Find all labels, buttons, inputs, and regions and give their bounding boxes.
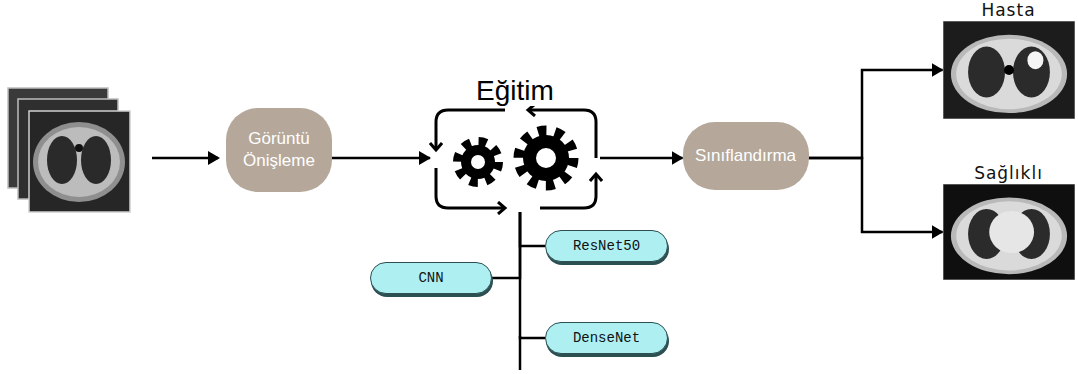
gear-teeth	[519, 131, 573, 185]
gear-body	[461, 145, 495, 179]
box-label: ResNet50	[573, 238, 640, 254]
heading-label: Hasta	[981, 0, 1035, 20]
ct-lung	[81, 136, 111, 184]
branch-line	[492, 212, 520, 278]
model-pill: ResNet50	[545, 230, 668, 262]
ct-body	[956, 201, 1062, 270]
branch-line	[520, 212, 545, 338]
ct-heart	[989, 211, 1034, 253]
gear-body	[523, 135, 569, 181]
box-label: Sınıflandırma	[695, 145, 796, 167]
ct-trachea	[75, 144, 83, 152]
process-box: Sınıflandırma	[683, 122, 809, 190]
ct-trachea	[1004, 65, 1014, 75]
ct-body	[33, 122, 125, 202]
ct-frame	[943, 184, 1075, 280]
result-image: Hasta	[940, 0, 1077, 120]
ct-lung	[968, 46, 1005, 97]
flow-arrow	[600, 157, 683, 160]
training-block: Eğitim	[430, 76, 600, 212]
ct-body	[950, 197, 1066, 274]
ct-frame	[943, 21, 1075, 119]
model-pill: CNN	[370, 262, 492, 294]
gear-hole	[471, 155, 485, 169]
process-box: Görüntü Önişleme	[226, 108, 332, 192]
gear-hole	[536, 148, 556, 168]
heading-label: Eğitim	[472, 76, 558, 106]
box-label: Görüntü Önişleme	[236, 128, 322, 172]
training-cycle	[436, 110, 596, 208]
input-arrow	[152, 157, 218, 160]
box-label: CNN	[418, 270, 443, 286]
result-image: Sağlıklı	[940, 163, 1077, 282]
ct-body	[950, 35, 1066, 113]
trunk-line	[519, 336, 522, 370]
gear-teeth	[458, 142, 498, 182]
ct-body	[956, 39, 1062, 110]
heading-label: Sağlıklı	[974, 163, 1043, 183]
ct-lung	[47, 136, 77, 184]
ct-stack	[8, 88, 130, 212]
ct-lung	[1012, 46, 1049, 97]
box-label: DenseNet	[573, 330, 640, 346]
ct-nodule	[1027, 51, 1043, 69]
flow-arrow	[809, 158, 943, 232]
ct-slice	[29, 111, 130, 212]
branch-line	[520, 212, 545, 246]
flow-arrow	[809, 70, 943, 158]
flow-arrow	[332, 157, 430, 160]
model-pill: DenseNet	[545, 322, 668, 354]
ct-image	[943, 184, 1075, 280]
ct-body	[38, 127, 120, 197]
cycle-arrow	[436, 110, 505, 148]
gear-icon	[458, 131, 573, 185]
ct-image	[943, 21, 1075, 119]
